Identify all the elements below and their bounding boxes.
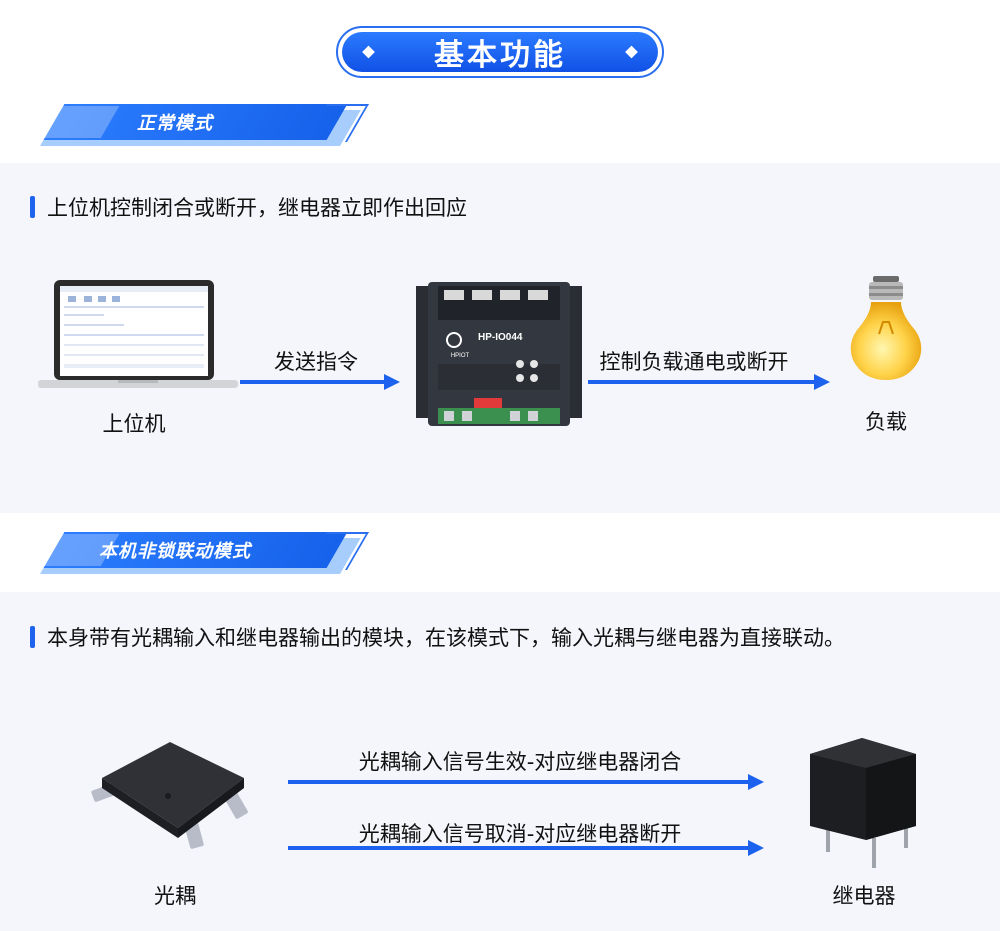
optocoupler-icon [91,742,248,849]
host-label: 上位机 [102,412,166,436]
section-banner-label: 正常模式 [137,113,213,134]
arrow-bottom-label: 光耦输入信号取消-对应继电器断开 [358,822,682,846]
io-module-icon [416,282,582,426]
arrow-top-label: 光耦输入信号生效-对应继电器闭合 [358,750,682,774]
laptop-icon [38,280,238,388]
arrow-right-icon [240,374,400,390]
device-brand-label: HPIOT [450,353,470,359]
section-banner-normal-mode: 正常模式 [40,104,369,152]
section1-description: 上位机控制闭合或断开，继电器立即作出回应 [30,192,467,222]
arrow2-label: 控制负载通电或断开 [599,350,789,374]
section2-description: 本身带有光耦输入和继电器输出的模块，在该模式下，输入光耦与继电器为直接联动。 [30,622,845,652]
page-title: 基本功能 [342,32,658,73]
description-text: 上位机控制闭合或断开，继电器立即作出回应 [47,196,467,220]
section-banner-linkage-mode: 本机非锁联动模式 [40,532,369,580]
arrow-right-icon [288,840,764,856]
optocoupler-label: 光耦 [154,884,196,908]
device-model-label: HP-IO044 [478,332,523,343]
section-banner-label: 本机非锁联动模式 [99,541,251,562]
page-title-pill: 基本功能 [336,26,664,78]
description-text: 本身带有光耦输入和继电器输出的模块，在该模式下，输入光耦与继电器为直接联动。 [47,626,845,650]
arrow1-label: 发送指令 [274,350,358,374]
bullet-bar-icon [30,196,35,218]
load-label: 负载 [865,410,907,434]
relay-label: 继电器 [832,884,896,908]
bullet-bar-icon [30,626,35,648]
arrow-right-icon [588,374,830,390]
relay-icon [810,738,916,868]
arrow-right-icon [288,774,764,790]
light-bulb-icon [850,276,922,380]
